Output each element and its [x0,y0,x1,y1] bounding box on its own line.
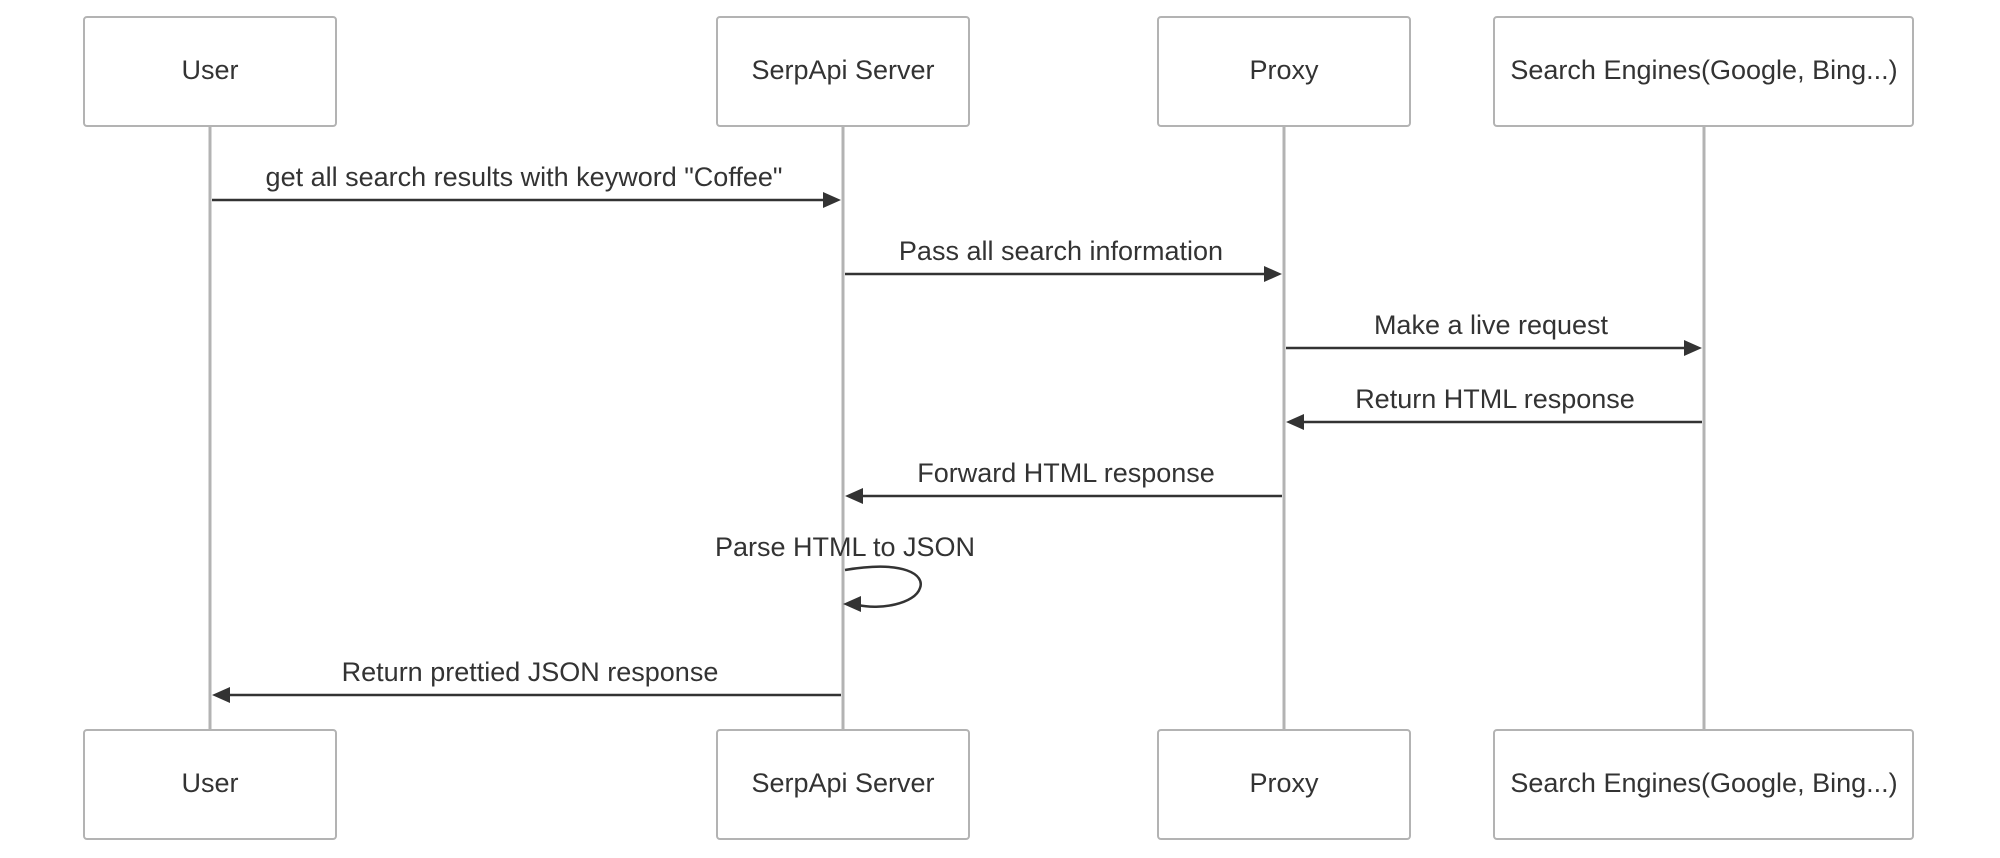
message-label: Forward HTML response [917,458,1215,488]
self-loop-arrow-line [844,565,922,608]
actor-label: Proxy [1249,55,1319,85]
actor-user-top: User [83,16,337,127]
message-label: Return HTML response [1355,384,1635,414]
arrowhead-right-icon [823,192,841,208]
arrowhead-left-icon [843,596,861,612]
actor-proxy-top: Proxy [1157,16,1411,127]
actor-label: SerpApi Server [751,768,934,798]
message-label: get all search results with keyword "Cof… [266,162,783,192]
actor-user-bottom: User [83,729,337,840]
actor-search-engines-top: Search Engines(Google, Bing...) [1493,16,1914,127]
actor-label: User [181,768,238,798]
arrowhead-right-icon [1264,266,1282,282]
message-make-live-request: Make a live request [1286,310,1702,356]
message-label: Make a live request [1374,310,1609,340]
actor-serpapi-server-top: SerpApi Server [716,16,970,127]
message-parse-html-to-json: Parse HTML to JSON [715,532,975,612]
message-pass-search-information: Pass all search information [845,236,1282,282]
message-forward-html-response: Forward HTML response [845,458,1282,504]
message-return-html-response: Return HTML response [1286,384,1702,430]
message-return-prettied-json: Return prettied JSON response [212,657,841,703]
actor-label: Search Engines(Google, Bing...) [1510,55,1897,85]
arrowhead-left-icon [212,687,230,703]
actor-serpapi-server-bottom: SerpApi Server [716,729,970,840]
actor-label: Search Engines(Google, Bing...) [1510,768,1897,798]
actor-label: Proxy [1249,768,1319,798]
message-get-search-results: get all search results with keyword "Cof… [212,162,841,208]
message-label: Pass all search information [899,236,1223,266]
message-label: Parse HTML to JSON [715,532,975,562]
actor-label: User [181,55,238,85]
arrowhead-right-icon [1684,340,1702,356]
message-label: Return prettied JSON response [342,657,719,687]
actor-proxy-bottom: Proxy [1157,729,1411,840]
actor-label: SerpApi Server [751,55,934,85]
actor-search-engines-bottom: Search Engines(Google, Bing...) [1493,729,1914,840]
arrowhead-left-icon [1286,414,1304,430]
arrowhead-left-icon [845,488,863,504]
